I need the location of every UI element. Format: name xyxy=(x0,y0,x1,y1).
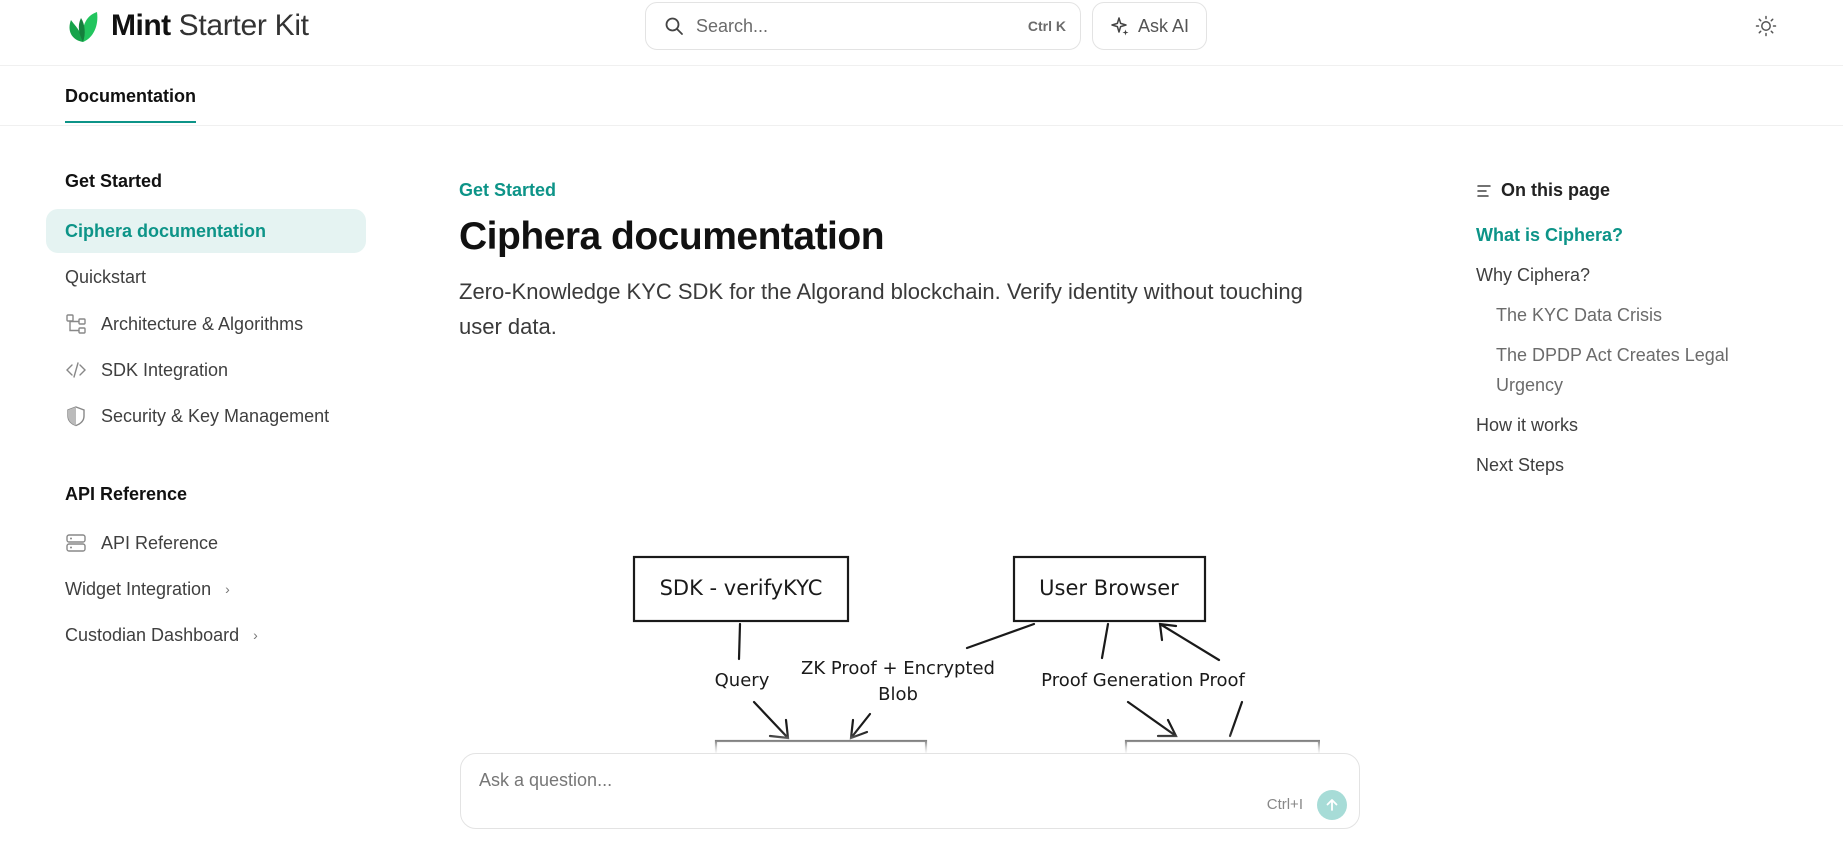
page-title: Ciphera documentation xyxy=(459,215,885,258)
breadcrumb[interactable]: Get Started xyxy=(459,180,557,200)
diagram-label-proof-generation: Proof Generation Proof xyxy=(1041,670,1245,691)
toc-item-what-is-ciphera[interactable]: What is Ciphera? xyxy=(1476,225,1624,245)
diagram-box-browser xyxy=(1012,555,1207,623)
sidebar-section-api-reference: API Reference xyxy=(65,484,188,504)
ask-question-placeholder: Ask a question... xyxy=(479,770,613,790)
diagram-arrow-zk xyxy=(965,622,1036,650)
search-placeholder: Search... xyxy=(696,15,769,36)
sidebar-item-security[interactable]: Security & Key Management xyxy=(46,394,366,438)
toc-item-kyc-data-crisis[interactable]: The KYC Data Crisis xyxy=(1496,305,1663,325)
sidebar-item-custodian-dashboard[interactable]: Custodian Dashboard › xyxy=(46,613,366,657)
sidebar-item-label: Custodian Dashboard xyxy=(65,624,240,645)
logo-wordmark-bold: Mint xyxy=(111,9,171,42)
sidebar-item-sdk-integration[interactable]: SDK Integration xyxy=(46,348,366,392)
arrow-up-icon xyxy=(1326,799,1338,811)
list-icon xyxy=(1477,184,1491,197)
top-bar: Mint Starter Kit Search... Ctrl K Ask AI xyxy=(0,0,1843,66)
search-input[interactable]: Search... Ctrl K xyxy=(645,2,1081,50)
diagram-arrow-proof-up xyxy=(1158,622,1221,662)
diagram-label-browser: User Browser xyxy=(1039,576,1179,600)
search-icon xyxy=(665,17,683,35)
logo[interactable]: Mint Starter Kit xyxy=(65,6,309,46)
send-button[interactable] xyxy=(1317,790,1347,820)
sidebar-section-get-started: Get Started xyxy=(65,171,163,191)
ask-ai-label: Ask AI xyxy=(1137,15,1190,36)
sidebar-item-label: Quickstart xyxy=(65,266,147,287)
sidebar-item-label: API Reference xyxy=(101,532,219,553)
diagram-arrow-proofgen-down xyxy=(1126,700,1178,738)
sidebar-item-label: Architecture & Algorithms xyxy=(101,313,304,334)
code-icon xyxy=(65,359,87,381)
ask-box-fade xyxy=(460,735,1360,755)
sun-icon xyxy=(1755,15,1777,37)
architecture-diagram: SDK - verifyKYC User Browser Query ZK Pr… xyxy=(620,540,1320,755)
theme-toggle-button[interactable] xyxy=(1752,12,1780,40)
chevron-right-icon: › xyxy=(253,627,258,643)
sitemap-icon xyxy=(65,313,87,335)
toc-item-dpdp-act[interactable]: The DPDP Act Creates Legal Urgency xyxy=(1496,345,1729,395)
page-description: Zero-Knowledge KYC SDK for the Algorand … xyxy=(459,279,1303,339)
diagram-arrow-query xyxy=(737,622,742,661)
shield-icon xyxy=(65,405,87,427)
toc-heading: On this page xyxy=(1476,180,1610,201)
sidebar-item-label: Security & Key Management xyxy=(101,405,330,426)
ask-question-input[interactable]: Ask a question... Ctrl+I xyxy=(460,753,1360,829)
tab-bar: Documentation xyxy=(0,66,1843,126)
toc-item-why-ciphera[interactable]: Why Ciphera? xyxy=(1476,265,1591,285)
diagram-arrow-proof-down xyxy=(1228,700,1244,738)
server-icon xyxy=(65,532,87,554)
sidebar-item-ciphera-documentation[interactable]: Ciphera documentation xyxy=(46,209,366,253)
sidebar-item-widget-integration[interactable]: Widget Integration › xyxy=(46,567,366,611)
diagram-box-sdk xyxy=(632,555,850,623)
diagram-label-query: Query xyxy=(715,670,770,691)
search-shortcut: Ctrl K xyxy=(1027,18,1066,34)
diagram-label-zk-blob: Blob xyxy=(878,684,918,705)
sidebar-item-architecture[interactable]: Architecture & Algorithms xyxy=(46,302,366,346)
diagram-arrow-sdk-down xyxy=(752,700,790,740)
diagram-label-zk-proof: ZK Proof + Encrypted xyxy=(801,658,995,679)
diagram-label-sdk: SDK - verifyKYC xyxy=(660,576,823,600)
leaf-logo-icon xyxy=(69,12,98,42)
toc-item-next-steps[interactable]: Next Steps xyxy=(1476,455,1565,475)
sidebar-item-label: Ciphera documentation xyxy=(65,220,267,241)
toc-heading-label: On this page xyxy=(1501,180,1611,200)
sidebar-item-quickstart[interactable]: Quickstart xyxy=(46,255,366,299)
logo-wordmark-light: Starter Kit xyxy=(178,9,309,42)
sidebar-item-label: Widget Integration xyxy=(65,578,212,599)
sidebar-item-label: SDK Integration xyxy=(101,359,229,380)
ask-ai-button[interactable]: Ask AI xyxy=(1092,2,1207,50)
ask-question-shortcut: Ctrl+I xyxy=(1266,796,1303,813)
sidebar-item-api-reference[interactable]: API Reference xyxy=(46,521,366,565)
toc-item-how-it-works[interactable]: How it works xyxy=(1476,415,1579,435)
diagram-arrow-proofgen xyxy=(1100,622,1110,660)
tab-documentation[interactable]: Documentation xyxy=(65,86,197,123)
sparkle-icon xyxy=(1111,17,1129,36)
chevron-right-icon: › xyxy=(225,581,230,597)
